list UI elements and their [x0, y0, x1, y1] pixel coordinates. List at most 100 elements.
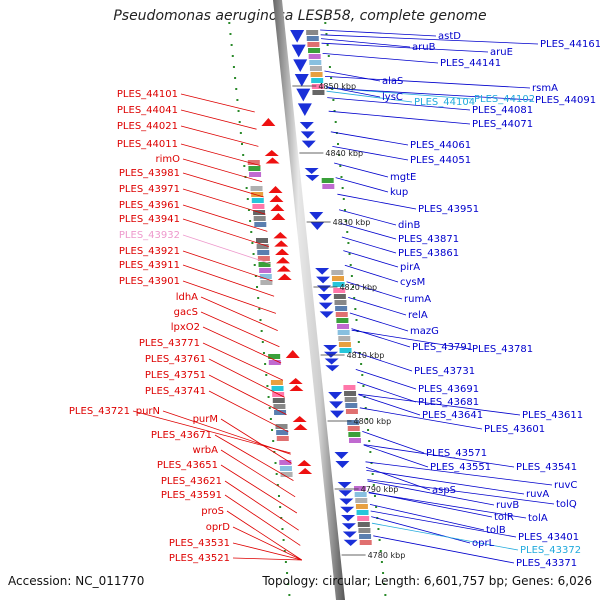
gene-label-ples-43751[interactable]: PLES_43751 — [145, 370, 206, 381]
gene-label-ples-43641[interactable]: PLES_43641 — [422, 410, 483, 421]
gene-label-astd[interactable]: astD — [438, 31, 461, 42]
gene-label-ples-44071[interactable]: PLES_44071 — [472, 119, 533, 130]
gene-label-ples-44091[interactable]: PLES_44091 — [535, 95, 596, 106]
track-tick — [373, 495, 376, 497]
gene-label-ples-43521[interactable]: PLES_43521 — [169, 553, 230, 564]
gene-label-purn[interactable]: purN — [136, 406, 160, 417]
gene-label-kup[interactable]: kup — [390, 187, 408, 198]
gene-label-arub[interactable]: aruB — [412, 42, 436, 53]
gene-label-ples-43941[interactable]: PLES_43941 — [119, 214, 180, 225]
leader-line — [341, 236, 397, 254]
leader-line — [366, 470, 525, 495]
gene-label-ldha[interactable]: ldhA — [176, 292, 198, 303]
gene-label-ples-43371[interactable]: PLES_43371 — [516, 558, 577, 569]
gene-label-ples-44051[interactable]: PLES_44051 — [410, 155, 471, 166]
gene-label-tola[interactable]: tolA — [528, 513, 548, 524]
gene-label-ples-43601[interactable]: PLES_43601 — [484, 424, 545, 435]
gene-label-ples-43961[interactable]: PLES_43961 — [119, 200, 180, 211]
gene-label-mazg[interactable]: mazG — [410, 326, 439, 337]
leader-line — [370, 510, 517, 538]
track-tick — [274, 462, 277, 464]
gene-label-rela[interactable]: relA — [408, 310, 428, 321]
gene-label-ples-43401[interactable]: PLES_43401 — [518, 532, 579, 543]
gene-label-asps[interactable]: aspS — [432, 485, 456, 496]
leader-line — [220, 449, 296, 498]
gene-label-ples-43531[interactable]: PLES_43531 — [169, 538, 230, 549]
gene-label-ples-43721[interactable]: PLES_43721 — [69, 406, 130, 417]
gene-block — [337, 330, 350, 335]
gene-block — [270, 380, 283, 385]
gene-label-oprd[interactable]: oprD — [206, 522, 231, 533]
gene-label-ples-44161[interactable]: PLES_44161 — [540, 39, 600, 50]
gene-label-ples-43791[interactable]: PLES_43791 — [412, 342, 473, 353]
gene-label-ples-43932[interactable]: PLES_43932 — [119, 230, 180, 241]
track-tick — [275, 473, 278, 475]
gene-label-lpxo2[interactable]: lpxO2 — [171, 322, 200, 333]
gene-label-ples-44041[interactable]: PLES_44041 — [117, 105, 178, 116]
gene-label-ples-44141[interactable]: PLES_44141 — [440, 58, 501, 69]
gene-label-ples-44011[interactable]: PLES_44011 — [117, 139, 178, 150]
gene-label-ples-43551[interactable]: PLES_43551 — [430, 462, 491, 473]
kbp-label: 4790 kbp — [361, 485, 399, 494]
gene-label-dinb[interactable]: dinB — [398, 220, 420, 231]
gene-label-ples-43681[interactable]: PLES_43681 — [418, 397, 479, 408]
gene-label-ples-43951[interactable]: PLES_43951 — [418, 204, 479, 215]
gene-label-oprl[interactable]: oprL — [472, 538, 495, 549]
gene-label-mgte[interactable]: mgtE — [390, 172, 416, 183]
gene-label-wrba[interactable]: wrbA — [193, 445, 219, 456]
gene-block — [272, 398, 285, 403]
gene-label-pira[interactable]: pirA — [400, 262, 420, 273]
gene-label-ples-43671[interactable]: PLES_43671 — [151, 430, 212, 441]
gene-label-pros[interactable]: proS — [201, 506, 224, 517]
gene-label-ples-43571[interactable]: PLES_43571 — [426, 448, 487, 459]
gene-label-ples-44081[interactable]: PLES_44081 — [472, 105, 533, 116]
gene-arrow — [275, 248, 290, 255]
gene-label-ples-43981[interactable]: PLES_43981 — [119, 168, 180, 179]
gene-label-ples-43691[interactable]: PLES_43691 — [418, 384, 479, 395]
gene-block — [257, 256, 270, 261]
gene-label-purm[interactable]: purM — [193, 414, 218, 425]
gene-label-ruva[interactable]: ruvA — [526, 489, 549, 500]
gene-arrow — [319, 311, 334, 318]
gene-label-ples-44021[interactable]: PLES_44021 — [117, 121, 178, 132]
kbp-label: 4780 kbp — [368, 551, 406, 560]
gene-label-tolr[interactable]: tolR — [494, 512, 514, 523]
gene-label-ruma[interactable]: rumA — [404, 294, 431, 305]
gene-label-ples-43651[interactable]: PLES_43651 — [157, 460, 218, 471]
gene-label-ruvc[interactable]: ruvC — [554, 480, 577, 491]
gene-label-rimo[interactable]: rimO — [155, 154, 180, 165]
gene-label-cysm[interactable]: cysM — [400, 277, 425, 288]
gene-label-ples-43591[interactable]: PLES_43591 — [161, 490, 222, 501]
gene-label-tolb[interactable]: tolB — [486, 525, 506, 536]
gene-label-ples-43781[interactable]: PLES_43781 — [472, 344, 533, 355]
gene-label-ruvb[interactable]: ruvB — [496, 500, 519, 511]
gene-label-ples-43871[interactable]: PLES_43871 — [398, 234, 459, 245]
gene-label-ples-44061[interactable]: PLES_44061 — [410, 140, 471, 151]
gene-label-rsma[interactable]: rsmA — [532, 83, 558, 94]
gene-label-ples-43771[interactable]: PLES_43771 — [139, 338, 200, 349]
gene-label-ples-43911[interactable]: PLES_43911 — [119, 260, 180, 271]
gene-label-ples-43741[interactable]: PLES_43741 — [145, 386, 206, 397]
gene-label-alas[interactable]: alaS — [382, 76, 403, 87]
gene-label-ples-43921[interactable]: PLES_43921 — [119, 246, 180, 257]
gene-label-ples-43372[interactable]: PLES_43372 — [520, 545, 581, 556]
gene-block — [249, 172, 262, 177]
gene-label-ples-43901[interactable]: PLES_43901 — [119, 276, 180, 287]
gene-label-ples-43541[interactable]: PLES_43541 — [516, 462, 577, 473]
gene-label-ples-44101[interactable]: PLES_44101 — [117, 89, 178, 100]
leader-line — [208, 390, 289, 433]
gene-label-ples-43611[interactable]: PLES_43611 — [522, 410, 583, 421]
gene-label-ples-44104[interactable]: PLES_44104 — [414, 97, 475, 108]
leader-line — [182, 218, 270, 247]
gene-label-ples-43861[interactable]: PLES_43861 — [398, 248, 459, 259]
gene-label-ples-44102[interactable]: PLES_44102 — [474, 94, 535, 105]
gene-label-tolq[interactable]: tolQ — [556, 499, 577, 510]
gene-label-ples-43731[interactable]: PLES_43731 — [414, 366, 475, 377]
leader-line — [200, 296, 278, 331]
gene-label-lysc[interactable]: lysC — [382, 92, 403, 103]
gene-label-ples-43761[interactable]: PLES_43761 — [145, 354, 206, 365]
gene-label-ples-43621[interactable]: PLES_43621 — [161, 476, 222, 487]
gene-label-ples-43971[interactable]: PLES_43971 — [119, 184, 180, 195]
gene-label-arue[interactable]: aruE — [490, 47, 513, 58]
gene-label-gacs[interactable]: gacS — [174, 307, 198, 318]
